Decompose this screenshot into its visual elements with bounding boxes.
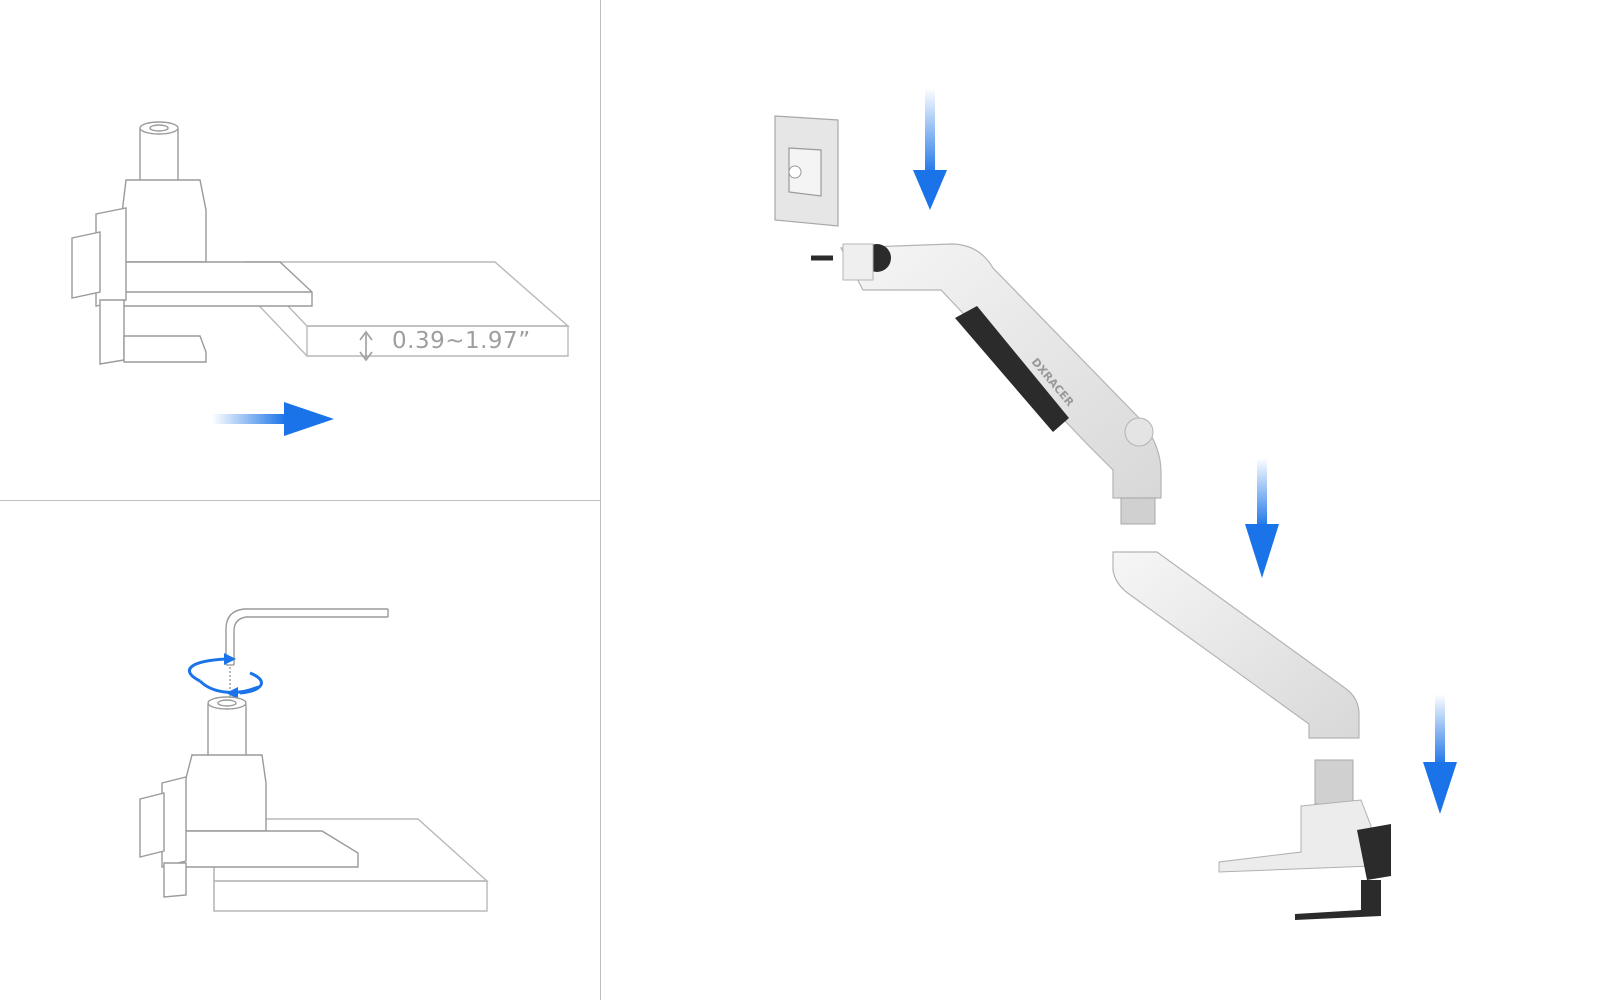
thickness-double-arrow-icon	[359, 330, 373, 362]
vesa-plate	[774, 115, 839, 227]
clamp-install-panel: 0.39~1.97”	[0, 0, 600, 500]
thickness-range-label: 0.39~1.97”	[392, 328, 531, 354]
base-clamp	[1218, 759, 1391, 920]
rotate-icon	[187, 653, 263, 699]
panel-divider-vertical	[600, 0, 601, 1000]
arrow-down-icon	[1423, 694, 1457, 814]
arrow-down-icon	[913, 88, 947, 210]
upper-arm: DXRACER	[811, 243, 1162, 525]
arrow-down-icon	[1245, 458, 1279, 578]
clamp-outline	[71, 121, 313, 365]
tighten-panel	[0, 501, 600, 1000]
clamp-outline-lower	[139, 696, 359, 898]
panel-divider-horizontal	[0, 500, 600, 501]
hex-key-icon	[225, 608, 389, 701]
arm-assembly-panel: DXRACER	[601, 0, 1600, 1000]
hex-key-illustration	[139, 608, 489, 912]
lower-arm	[1112, 551, 1360, 739]
arrow-right-icon	[212, 402, 334, 436]
clamp-desk-illustration	[71, 121, 570, 436]
arm-assembly-illustration: DXRACER	[774, 88, 1457, 920]
